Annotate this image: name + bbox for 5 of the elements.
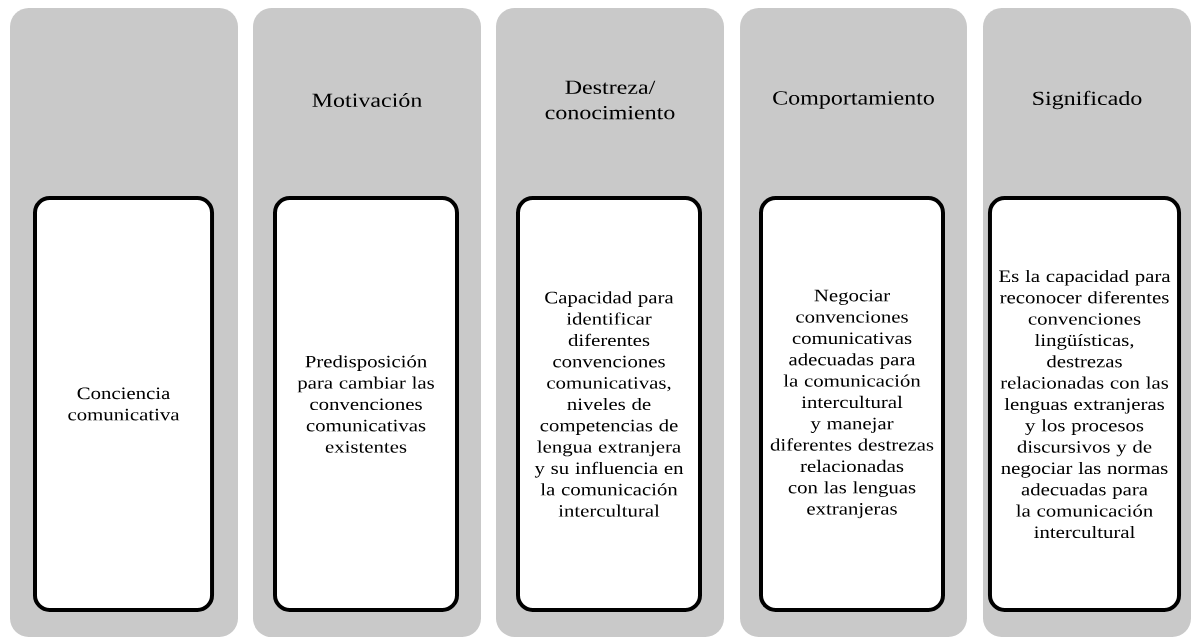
text-box: Capacidad para identificar diferentes convenciones comunicativas, niveles de competencias de lengua extranjera y su influencia en la comunicación intercultural bbox=[516, 196, 702, 612]
text-box: Conciencia comunicativa bbox=[33, 196, 215, 612]
text-box: Predisposición para cambiar las convenciones comunicativas existentes bbox=[273, 196, 459, 612]
text-box: Negociar convenciones comunicativas adecuadas para la comunicación intercultural y manejar diferentes destrezas relacionadas con las lenguas extranjeras bbox=[759, 196, 945, 612]
text-box: Es la capacidad para reconocer diferentes convenciones lingüísticas, destrezas relacionadas con las lenguas extranjeras y los procesos discursivos y de negociar las normas adecuadas para la comunicación intercultural bbox=[987, 196, 1182, 612]
